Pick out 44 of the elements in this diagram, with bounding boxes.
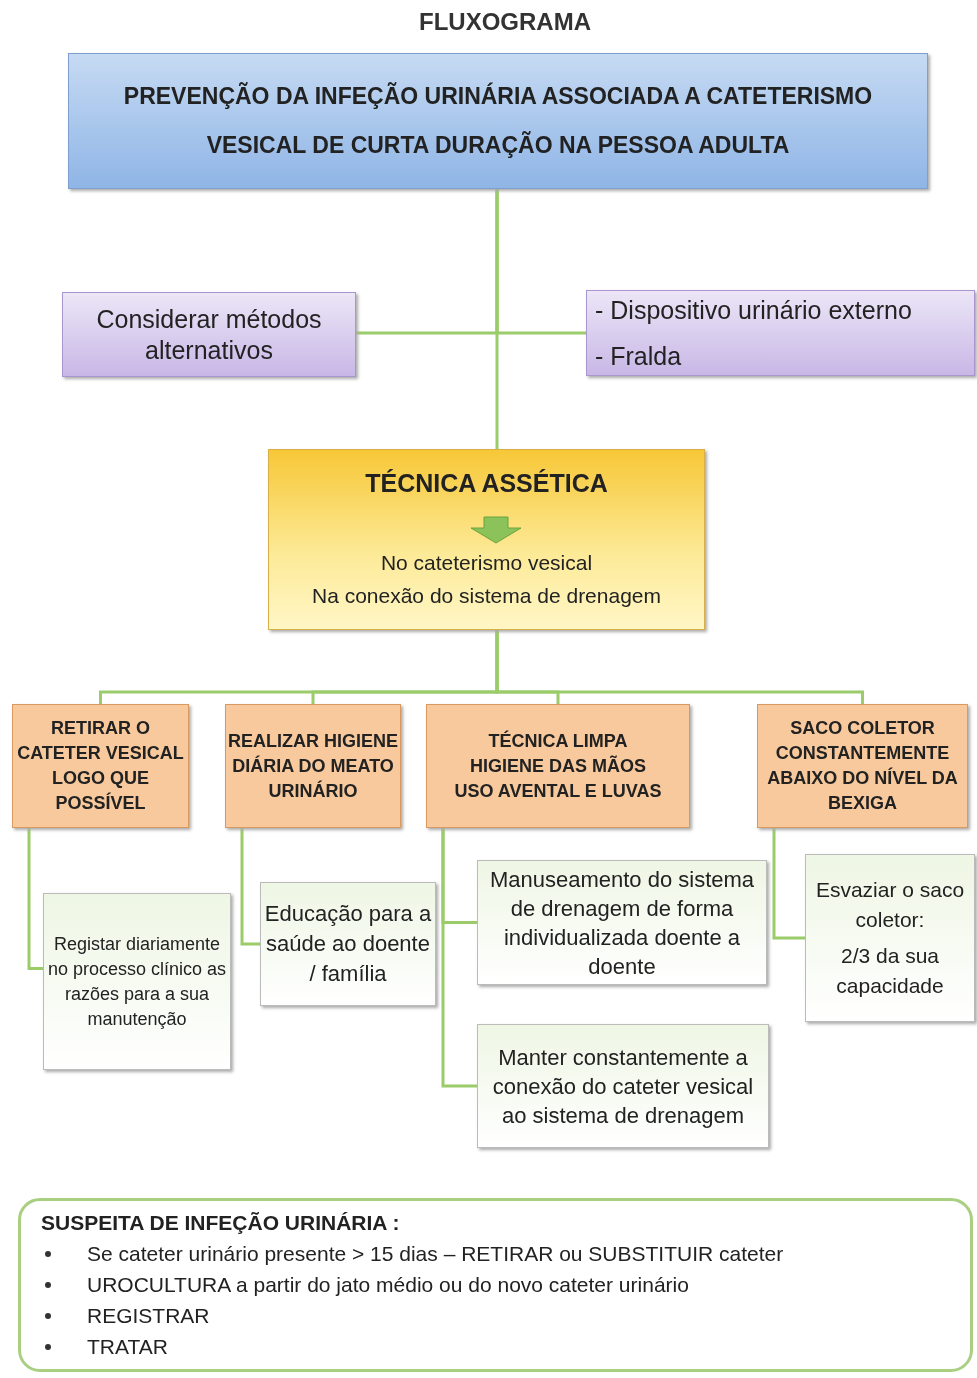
bullet-item: REGISTRAR (87, 1303, 210, 1329)
box-text: Esvaziar o saco coletor: (814, 877, 966, 933)
option-box (586, 290, 975, 376)
technique-box (268, 449, 705, 630)
alert-box (18, 1198, 973, 1372)
action-box (225, 704, 401, 828)
box-text: USO AVENTAL E LUVAS (454, 779, 662, 803)
box-text: REALIZAR HIGIENE DIÁRIA DO MEATO URINÁRIO (227, 729, 399, 803)
box-text: Educação para a saúde ao doente / família (263, 900, 433, 988)
box-text: - Fralda (594, 341, 682, 372)
note-box (260, 882, 436, 1006)
box-text: SACO COLETOR CONSTANTEMENTE ABAIXO DO NÍVEL DA BEXIGA (766, 717, 959, 815)
connector-line (495, 189, 586, 335)
bullet-item: UROCULTURA a partir do jato médio ou do novo cateter urinário (87, 1272, 689, 1298)
box-text: HIGIENE DAS MÃOS (470, 754, 646, 778)
action-box (757, 704, 968, 828)
connector-line (240, 828, 260, 946)
connector-line (772, 828, 805, 940)
bullet-item: TRATAR (87, 1334, 168, 1360)
title-box (68, 53, 928, 189)
box-text: TÉCNICA LIMPA (488, 729, 628, 753)
box-text: Considerar métodos alternativos (95, 303, 323, 366)
connector-line (441, 828, 477, 1088)
box-text: Manter constantemente a conexão do cateter vesical ao sistema de drenagem (491, 1043, 755, 1130)
note-box (43, 893, 231, 1070)
box-text: - Dispositivo urinário externo (594, 295, 912, 326)
box-text: RETIRAR O CATETER VESICAL LOGO QUE POSSÍVEL (16, 717, 185, 815)
connector-line (27, 828, 43, 970)
box-text: Registar diariamente no processo clínico as razões para a sua manutenção (46, 932, 228, 1031)
box-heading: TÉCNICA ASSÉTICA (365, 468, 608, 499)
bullet-item: Se cateter urinário presente > 15 dias – RETIRAR ou SUBSTITUIR cateter (87, 1241, 784, 1267)
diagram-title: FLUXOGRAMA (418, 8, 592, 36)
box-text: Na conexão do sistema de drenagem (311, 583, 661, 609)
alert-heading: SUSPEITA DE INFEÇÃO URINÁRIA : (41, 1210, 400, 1236)
box-text: No cateterismo vesical (380, 550, 593, 576)
option-box (62, 292, 356, 377)
box-text: Manuseamento do sistema de drenagem de forma individualizada doente a doente (488, 865, 756, 981)
action-box (12, 704, 189, 828)
box-text: PREVENÇÃO DA INFEÇÃO URINÁRIA ASSOCIADA A CATETERISMO VESICAL DE CURTA DURAÇÃO NA PESSOA ADULTA (122, 81, 874, 160)
note-box (805, 854, 975, 1022)
box-text: 2/3 da sua capacidade (835, 943, 945, 999)
note-box (477, 1024, 769, 1148)
connector-line (495, 630, 864, 704)
action-box (426, 704, 690, 828)
